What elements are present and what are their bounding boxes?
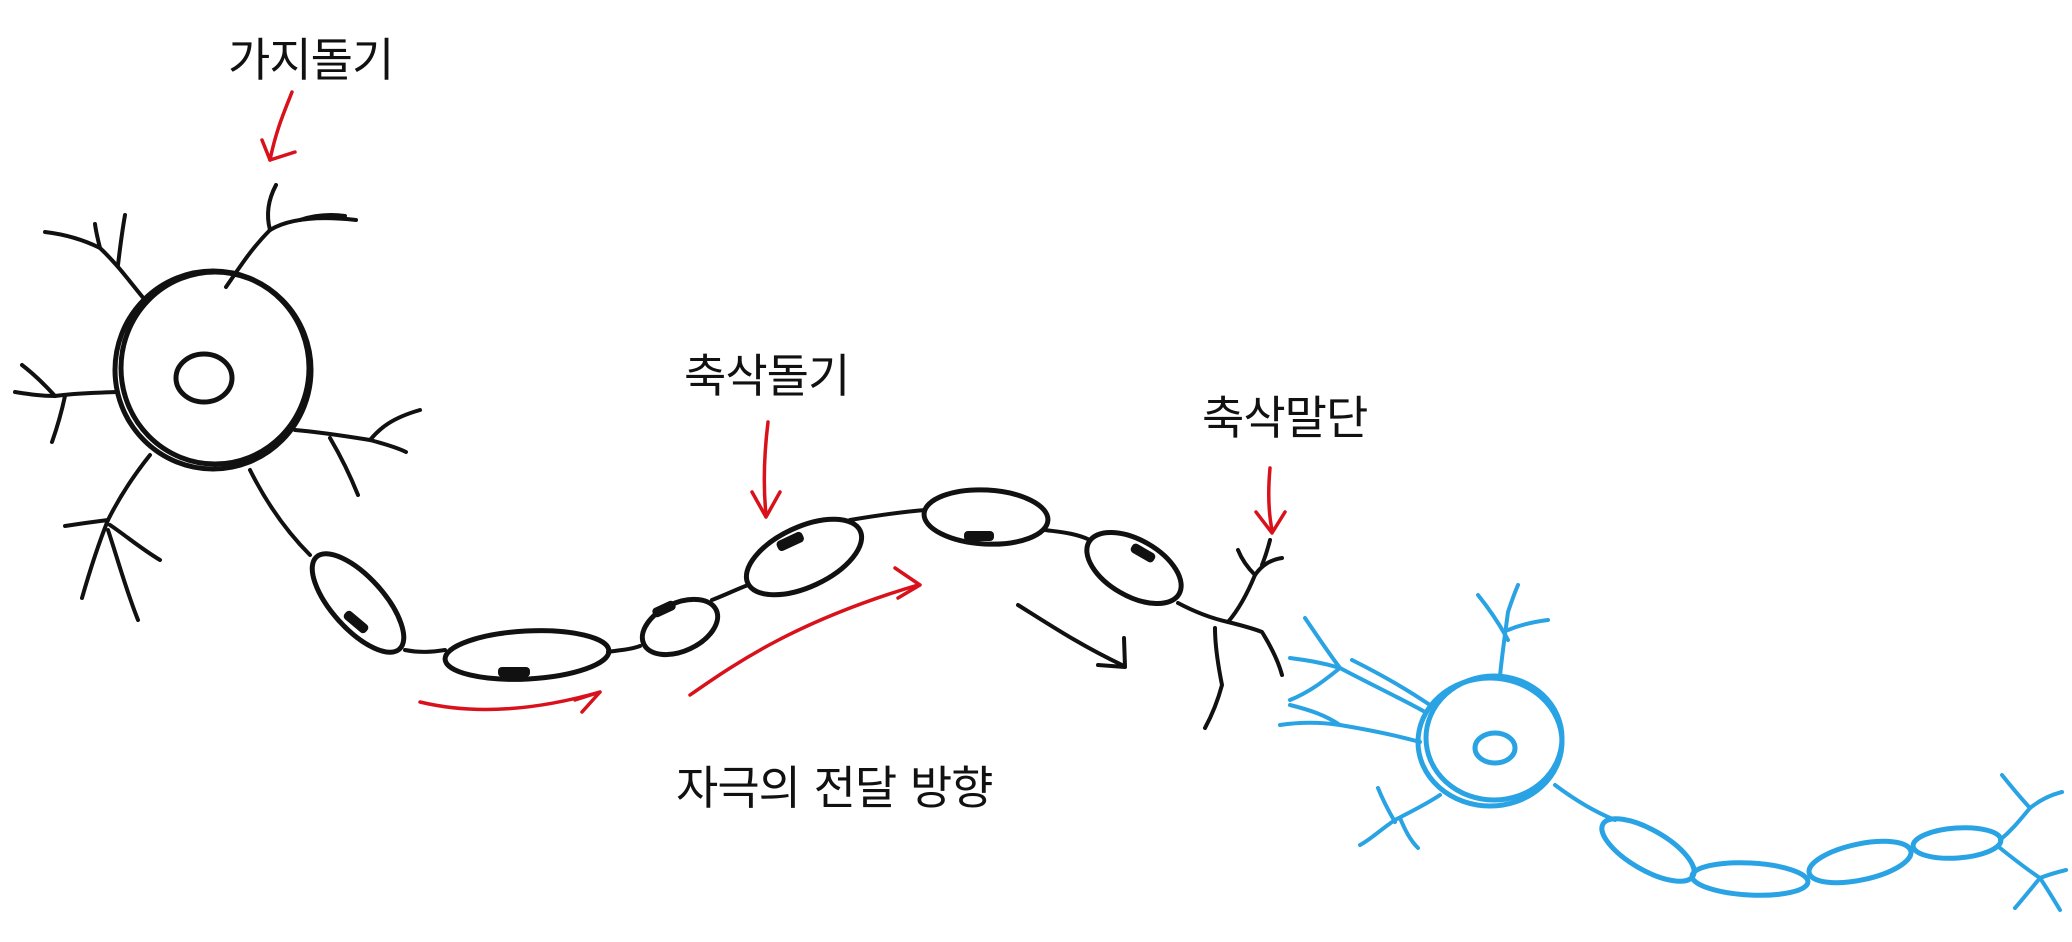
- cell-body: [112, 268, 314, 472]
- axon-terminal: [1203, 538, 1284, 730]
- nucleus: [1472, 730, 1518, 766]
- myelin-sheath: [1599, 816, 1697, 884]
- myelin-sheath: [1806, 838, 1914, 886]
- schwann-nucleus: [964, 531, 994, 541]
- myelin-sheath: [921, 487, 1051, 547]
- cell-body: [1415, 673, 1565, 809]
- axon-terminal-pointer-arrow: [1254, 466, 1287, 535]
- nucleus: [173, 351, 235, 405]
- myelin-sheath: [309, 551, 407, 655]
- signal-direction-arrow: [418, 690, 602, 714]
- dendrites: [13, 183, 422, 622]
- signal-direction-arrow: [688, 566, 922, 697]
- axon-label: 축삭돌기: [684, 349, 850, 403]
- axon: [248, 468, 1230, 682]
- dendrites: [1278, 583, 1550, 850]
- myelin-sheath: [1910, 825, 2004, 861]
- first-neuron: [13, 183, 1284, 730]
- dendrite-pointer-arrow: [260, 90, 297, 162]
- myelin-sheath: [1689, 860, 1811, 898]
- schwann-nucleus: [776, 531, 804, 552]
- dendrite-label: 가지돌기: [228, 33, 394, 87]
- schwann-nucleus: [652, 600, 676, 618]
- schwann-nucleus: [498, 667, 530, 677]
- red-arrows: [260, 90, 1287, 714]
- axon-pointer-arrow: [750, 420, 782, 519]
- myelin-sheath: [743, 516, 865, 598]
- second-neuron: [1278, 583, 2068, 912]
- schwann-nucleus: [343, 610, 369, 634]
- axon-terminal-label: 축삭말단: [1202, 391, 1368, 445]
- myelin-sheath: [1084, 529, 1184, 607]
- axon-flow-arrow: [1016, 603, 1127, 669]
- axon: [1553, 773, 2068, 912]
- schwann-nucleus: [1130, 543, 1156, 563]
- signal-direction-label: 자극의 전달 방향: [676, 761, 993, 815]
